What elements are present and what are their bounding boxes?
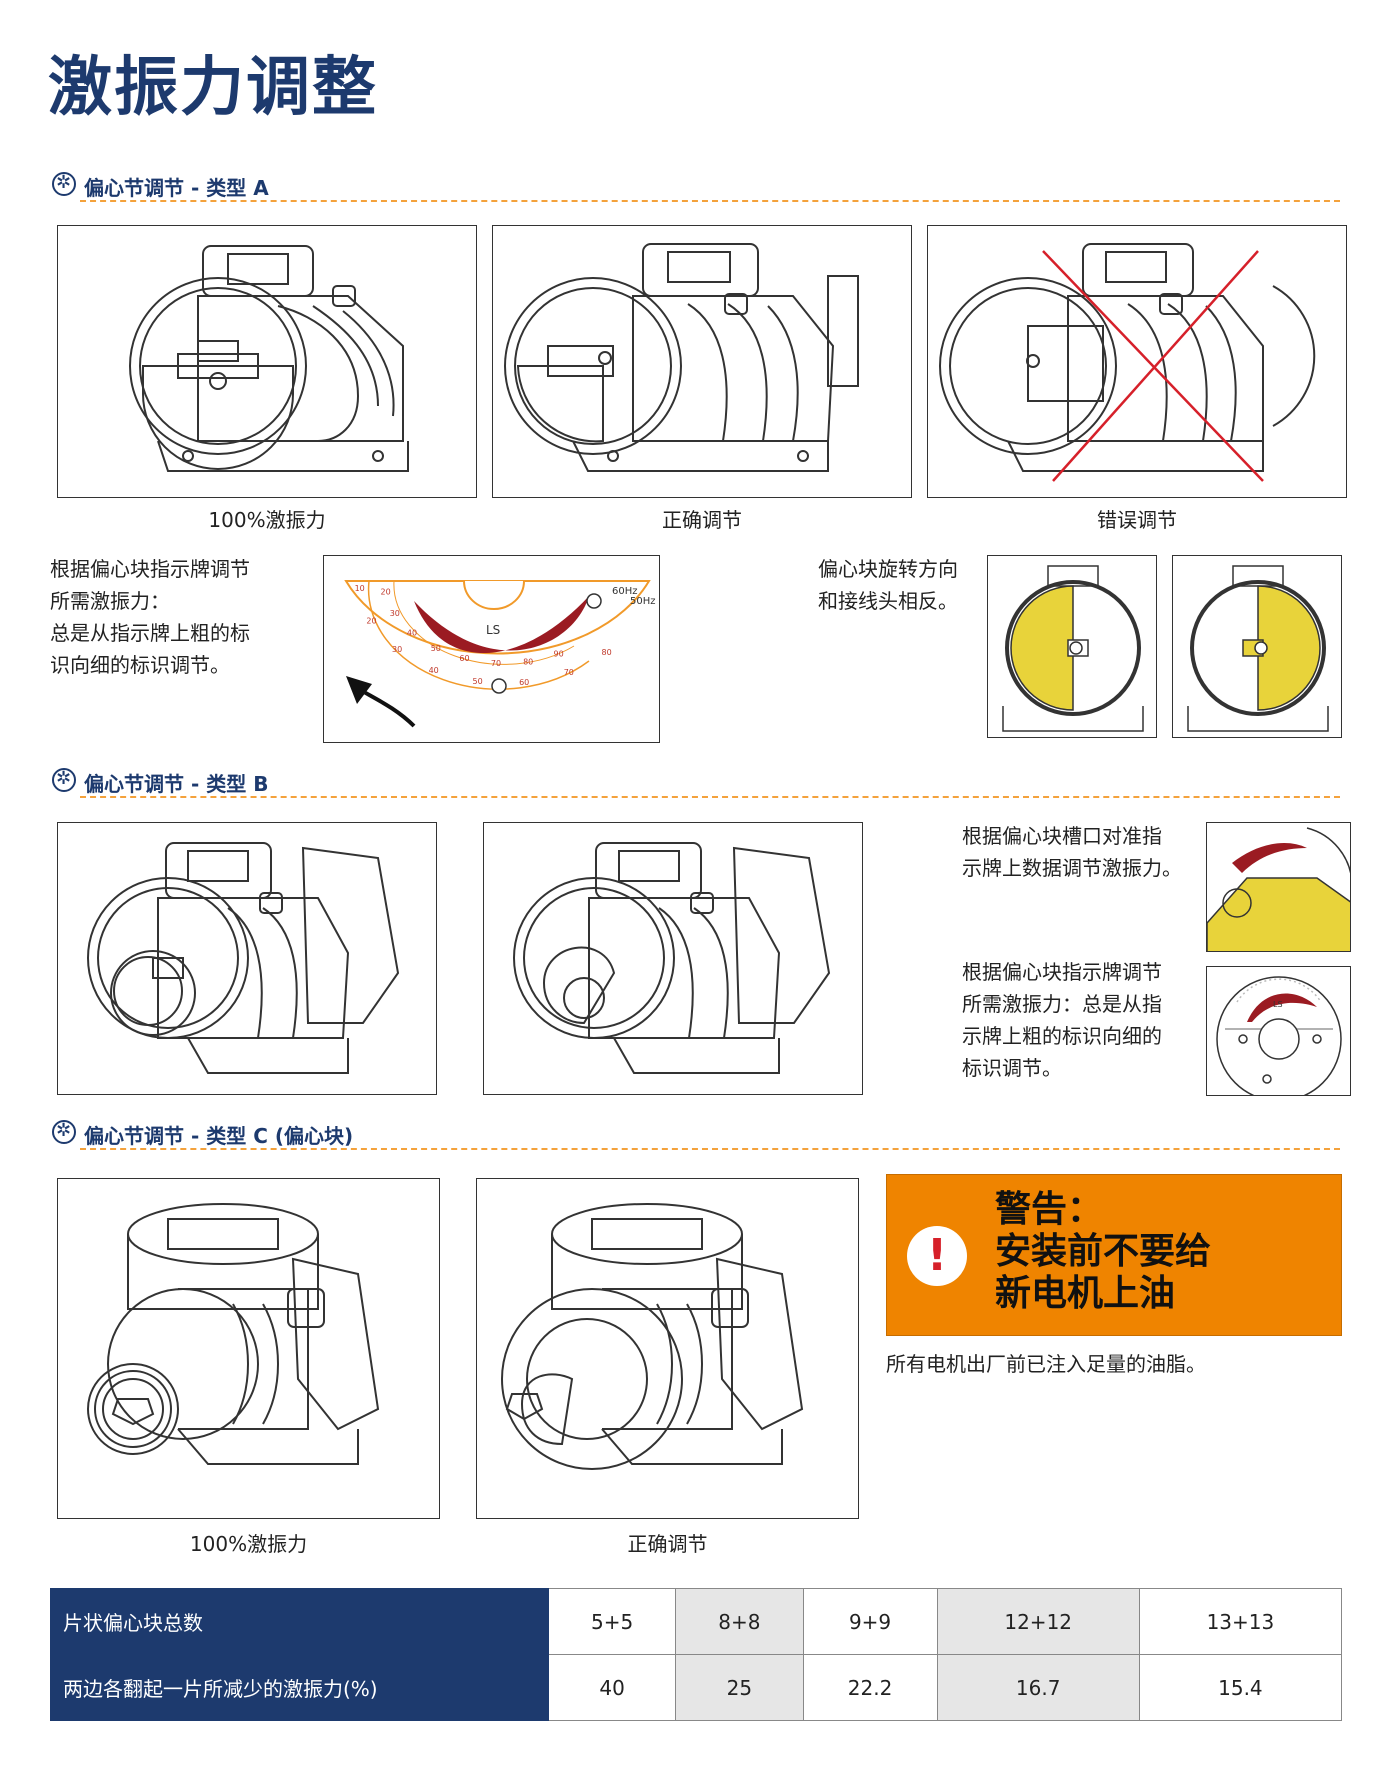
dial-tick-label: 30: [390, 609, 400, 618]
table-cell: 15.4: [1138, 1654, 1343, 1721]
motor-image-a-correct: [492, 225, 912, 498]
section-a-title: 偏心节调节 - 类型 A: [84, 176, 269, 200]
dial-tick-label: 20: [381, 587, 391, 596]
dial-tick-label: 20: [366, 617, 376, 626]
caption-c-full-force: 100%激振力: [189, 1532, 308, 1556]
section-divider: [80, 200, 1340, 202]
rotation-image-left: [987, 555, 1157, 738]
note-b-slot: 根据偏心块槽口对准指 示牌上数据调节激振力。: [962, 824, 1182, 880]
section-b-title: 偏心节调节 - 类型 B: [84, 772, 269, 796]
table-cell: 13+13: [1138, 1588, 1343, 1655]
note-a-dial-instruction: 根据偏心块指示牌调节 所需激振力： 总是从指示牌上粗的标 识向细的标识调节。: [50, 557, 250, 677]
dial-tick-label: 70: [564, 668, 574, 677]
table-cell: 25: [675, 1654, 804, 1721]
mini-dial-image: LS: [1206, 966, 1351, 1096]
table-row: 两边各翻起一片所减少的激振力(%) 40 25 22.2 16.7 15.4: [50, 1654, 1343, 1721]
motor-image-c-full-force: [57, 1178, 440, 1519]
caption-c-correct: 正确调节: [627, 1532, 708, 1556]
dial-tick-label: 60: [519, 678, 529, 687]
table-row-header: 两边各翻起一片所减少的激振力(%): [50, 1654, 549, 1721]
note-b-dial: 根据偏心块指示牌调节 所需激振力：总是从指 示牌上粗的标识向细的 标识调节。: [962, 960, 1162, 1080]
eccentric-block-table: 片状偏心块总数 5+5 8+8 9+9 12+12 13+13 两边各翻起一片所…: [50, 1588, 1343, 1721]
mini-dial-label: LS: [1273, 1000, 1283, 1009]
dial-tick-label: 90: [554, 650, 564, 659]
section-c-header: 偏心节调节 - 类型 C (偏心块): [50, 1116, 1340, 1152]
table-cell: 5+5: [547, 1588, 677, 1655]
motor-image-b-1: [57, 822, 437, 1095]
table-cell: 12+12: [936, 1588, 1140, 1655]
gear-icon: [52, 768, 76, 792]
gear-icon: [52, 1120, 76, 1144]
dial-tick-label: 30: [392, 645, 402, 654]
table-row: 片状偏心块总数 5+5 8+8 9+9 12+12 13+13: [50, 1588, 1343, 1655]
caption-a-wrong: 错误调节: [1097, 508, 1177, 532]
motor-image-a-wrong: [927, 225, 1347, 498]
section-c-title: 偏心节调节 - 类型 C (偏心块): [84, 1124, 354, 1148]
dial-tick-label: 60: [459, 654, 469, 663]
section-b-header: 偏心节调节 - 类型 B: [50, 764, 1340, 800]
dial-tick-label: 80: [602, 648, 612, 657]
table-row-header: 片状偏心块总数: [50, 1588, 549, 1655]
gear-icon: [52, 172, 76, 196]
dial-tick-label: 50: [473, 677, 483, 686]
force-dial-diagram: LS 60Hz 50Hz 20 30 40 50 60 70 80 90 10 20 30 40 50…: [323, 555, 660, 743]
dial-freq-label-60: 60Hz: [612, 586, 638, 597]
dial-center-label: LS: [486, 623, 500, 637]
motor-image-c-correct: [476, 1178, 859, 1519]
table-cell: 9+9: [802, 1588, 938, 1655]
section-a-header: 偏心节调节 - 类型 A: [50, 168, 1340, 204]
rotation-image-right: [1172, 555, 1342, 738]
table-cell: 8+8: [675, 1588, 804, 1655]
dial-freq-label-50: 50Hz: [630, 596, 656, 607]
warning-text: 警告： 安装前不要给 新电机上油: [995, 1189, 1212, 1314]
page-title: 激振力调整: [48, 51, 378, 125]
warning-note: 所有电机出厂前已注入足量的油脂。: [886, 1352, 1206, 1376]
motor-image-b-2: [483, 822, 863, 1095]
dial-tick-label: 40: [429, 666, 439, 675]
exclamation-icon: !: [907, 1226, 967, 1286]
caption-a-correct: 正确调节: [662, 508, 742, 532]
note-a-rotation: 偏心块旋转方向 和接线头相反。: [818, 557, 958, 613]
dial-tick-label: 70: [491, 659, 501, 668]
motor-image-a-full-force: [57, 225, 477, 498]
table-cell: 22.2: [802, 1654, 938, 1721]
dial-tick-label: 80: [523, 657, 533, 666]
section-divider: [80, 796, 1340, 798]
dial-tick-label: 10: [355, 584, 365, 593]
section-divider: [80, 1148, 1340, 1150]
dial-tick-label: 40: [407, 629, 417, 638]
table-cell: 40: [547, 1654, 677, 1721]
slot-detail-image: [1206, 822, 1351, 952]
dial-tick-label: 50: [431, 644, 441, 653]
warning-box: ! 警告： 安装前不要给 新电机上油: [886, 1174, 1342, 1336]
table-cell: 16.7: [936, 1654, 1140, 1721]
caption-a-full-force: 100%激振力: [208, 508, 326, 532]
